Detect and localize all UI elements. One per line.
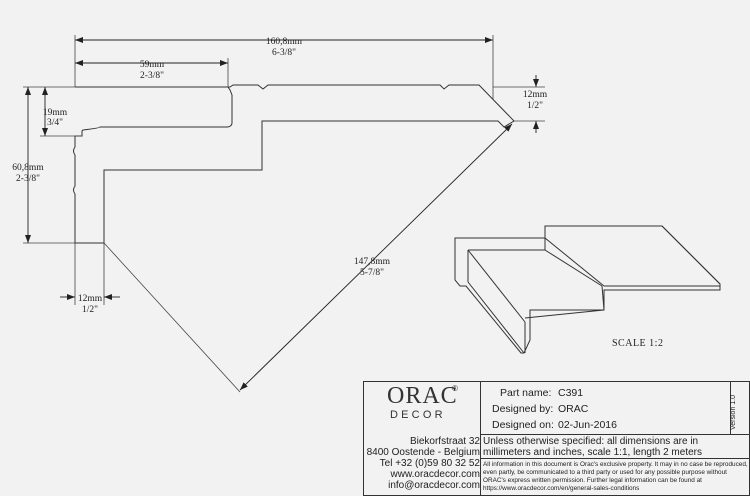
extension-lines xyxy=(23,35,545,393)
orac-logo: ORAC xyxy=(387,383,458,409)
part-name-value: C391 xyxy=(558,387,584,399)
svg-text:59mm: 59mm xyxy=(140,60,165,70)
svg-text:12mm: 12mm xyxy=(78,294,103,304)
dimension-lines xyxy=(25,37,539,391)
scale-label: SCALE 1:2 xyxy=(612,338,664,349)
svg-text:19mm: 19mm xyxy=(43,108,68,118)
dimension-labels: 160,8mm 6-3/8" 59mm 2-3/8" 19mm 3/4" 60,… xyxy=(12,37,547,315)
registered-mark: ® xyxy=(452,384,458,393)
spec-note: Unless otherwise specified: all dimensio… xyxy=(483,436,702,458)
svg-text:6-3/8": 6-3/8" xyxy=(272,48,296,58)
legal-note: All information in this document is Orac… xyxy=(483,461,748,492)
svg-text:1/2": 1/2" xyxy=(82,305,98,315)
address-tel: Tel +32 (0)59 80 32 52 xyxy=(379,458,480,469)
version-label: Version 1.0 xyxy=(730,394,737,430)
designed-by-value: ORAC xyxy=(558,403,589,415)
svg-text:3/4": 3/4" xyxy=(47,118,63,128)
designed-on-label: Designed on: xyxy=(492,419,554,431)
isometric-view xyxy=(454,225,721,354)
svg-text:12mm: 12mm xyxy=(523,90,548,100)
address-street: Biekorfstraat 32 xyxy=(409,436,480,447)
address-city: 8400 Oostende - Belgium xyxy=(366,447,480,458)
svg-text:2-3/8": 2-3/8" xyxy=(140,71,164,81)
dim-line-diagonal xyxy=(239,123,513,391)
part-name-label: Part name: xyxy=(500,387,552,399)
address-email: info@oracdecor.com xyxy=(388,480,480,491)
designed-on-value: 02-Jun-2016 xyxy=(558,419,617,431)
svg-text:2-3/8": 2-3/8" xyxy=(16,174,40,184)
address-web: www.oracdecor.com xyxy=(390,469,480,480)
svg-text:147,8mm: 147,8mm xyxy=(354,257,391,267)
profile-outline xyxy=(73,84,515,244)
decor-logo-text: DECOR xyxy=(390,409,446,421)
designed-by-label: Designed by: xyxy=(492,403,554,415)
svg-text:60,8mm: 60,8mm xyxy=(12,163,44,173)
svg-text:1/2": 1/2" xyxy=(527,101,543,111)
svg-text:5-7/8": 5-7/8" xyxy=(360,268,384,278)
svg-text:160,8mm: 160,8mm xyxy=(266,37,303,47)
